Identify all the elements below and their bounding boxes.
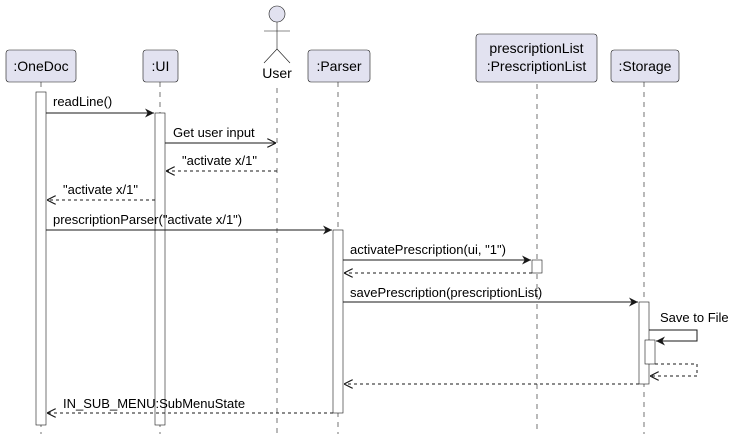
participant-storage: :Storage: [610, 49, 680, 83]
message-label: Save to File: [660, 310, 729, 325]
message-label: Get user input: [173, 125, 255, 140]
messages: readLine() Get user input "activate x/1"…: [46, 94, 729, 413]
message-save-prescription: savePrescription(prescriptionList): [343, 285, 638, 307]
participant-onedoc: :OneDoc: [5, 49, 77, 83]
message-get-user-input: Get user input: [165, 125, 276, 143]
activation-onedoc: [35, 91, 47, 426]
message-readline: readLine(): [46, 94, 154, 118]
message-prescription-parser: prescriptionParser("activate x/1"): [46, 212, 332, 235]
message-activate-prescription: activatePrescription(ui, "1"): [343, 242, 531, 265]
participant-label: :UI: [152, 58, 170, 74]
message-label: readLine(): [53, 94, 112, 109]
activations: [35, 91, 656, 426]
participant-label: :Parser: [316, 58, 361, 74]
participant-label: :OneDoc: [13, 58, 68, 74]
message-label: prescriptionParser("activate x/1"): [53, 212, 242, 227]
participant-ui: :UI: [142, 49, 179, 83]
actor-head-icon: [268, 5, 286, 23]
message-save-to-file: Save to File: [649, 310, 729, 346]
participants: :OneDoc :UI User :Parser prescriptionLis…: [5, 5, 680, 83]
message-label: savePrescription(prescriptionList): [350, 285, 542, 300]
message-return-activate-to-ui: "activate x/1": [166, 153, 277, 171]
participant-prescriptionlist: prescriptionList :PrescriptionList: [475, 33, 598, 83]
participant-label-type: :PrescriptionList: [487, 58, 587, 74]
participant-user-actor: User: [262, 5, 292, 81]
participant-label: User: [262, 65, 292, 81]
activation-ui: [154, 112, 166, 426]
message-return-submenustate: IN_SUB_MENU:SubMenuState: [47, 396, 333, 413]
activation-prescriptionlist: [531, 259, 543, 274]
participant-label: :Storage: [619, 58, 672, 74]
message-label: "activate x/1": [182, 153, 257, 168]
participant-label: prescriptionList: [489, 40, 583, 56]
message-self-return: [650, 363, 698, 376]
activation-parser: [332, 229, 344, 414]
message-return-activate-to-onedoc: "activate x/1": [47, 182, 155, 200]
participant-parser: :Parser: [307, 49, 371, 83]
message-label: IN_SUB_MENU:SubMenuState: [63, 396, 245, 411]
message-label: activatePrescription(ui, "1"): [350, 242, 506, 257]
activation-storage-nested: [644, 339, 656, 365]
message-label: "activate x/1": [63, 182, 138, 197]
